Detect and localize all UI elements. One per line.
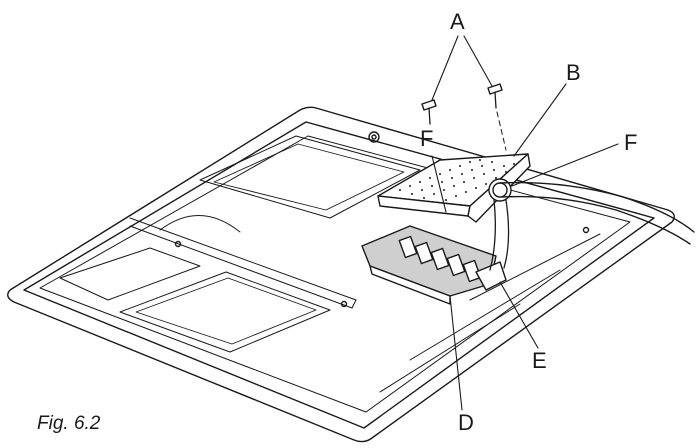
- leader-a-dash: [496, 111, 507, 151]
- plate-upper-inner: [213, 143, 405, 211]
- rib: [409, 269, 561, 361]
- leader-a-right: [463, 35, 493, 87]
- mains-cable-inner: [501, 195, 691, 245]
- cable-drop: [489, 199, 496, 271]
- label-d: D: [458, 410, 474, 435]
- panel-lower: [119, 271, 331, 353]
- label-f-right: F: [624, 130, 638, 155]
- cable-clamp: [475, 261, 507, 291]
- figure-caption: Fig. 6.2: [37, 413, 101, 434]
- cable-grommet: [488, 178, 512, 202]
- leader-f-left: [431, 155, 447, 213]
- terminal-housing-front: [369, 265, 451, 305]
- leader-f-right: [511, 143, 619, 187]
- hole: [174, 240, 182, 248]
- leader-b: [513, 83, 567, 157]
- label-f-left: F: [420, 126, 434, 151]
- hole: [340, 300, 348, 308]
- label-a: A: [450, 9, 465, 34]
- mains-cable-outer: [499, 181, 695, 233]
- screw-icon: [421, 99, 437, 125]
- leader-e: [499, 281, 539, 349]
- label-b: B: [566, 60, 581, 85]
- panel-left: [59, 247, 201, 301]
- rib: [469, 233, 601, 301]
- plate-upper: [199, 135, 421, 219]
- base-tray: [23, 121, 655, 429]
- label-e: E: [532, 348, 547, 373]
- cutout-arc: [159, 215, 241, 233]
- cover-perforations: [399, 159, 515, 201]
- leader-d: [449, 295, 463, 411]
- mounting-boss: [368, 131, 380, 143]
- base-rail-end: [351, 299, 357, 309]
- cable-drop: [503, 199, 510, 269]
- terminal-screws: [398, 235, 482, 283]
- screw-icon: [487, 83, 503, 109]
- mounting-boss-inner: [371, 134, 377, 140]
- panel-lower-inner: [135, 277, 317, 345]
- base-rail: [129, 217, 357, 309]
- rib: [379, 303, 521, 393]
- base-step: [39, 135, 631, 413]
- base-rim: [7, 106, 675, 443]
- hole: [582, 226, 590, 234]
- leader-a-left: [431, 35, 459, 101]
